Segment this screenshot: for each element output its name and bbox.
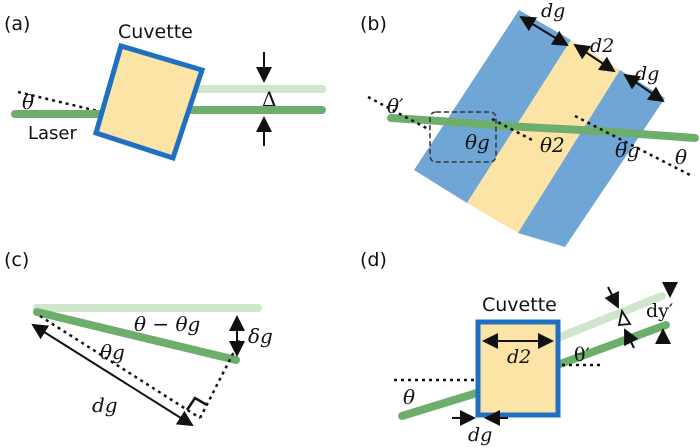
theta-g-left: θg [465, 130, 490, 154]
delta-label: Δ [262, 87, 276, 111]
panel-c-tag: (c) [4, 249, 29, 271]
dg-label-c: dg [92, 393, 118, 417]
incoming-beam-d [398, 388, 484, 420]
beam-b-glass-left [439, 117, 506, 130]
beam-b-liquid [504, 122, 601, 135]
glass-wall-left [414, 10, 571, 203]
panel-d-tag: (d) [360, 249, 387, 271]
theta-prime-d: θ′ [574, 344, 590, 366]
panel-c: (c) θ − θg θg δg dg [4, 249, 273, 427]
dim-d2 [573, 43, 616, 73]
dim-dg-right [623, 73, 665, 103]
delta-g-label: δg [248, 324, 273, 348]
liquid-layer [467, 40, 620, 233]
zoom-region-box [429, 111, 497, 163]
dy-arrow-bottom [624, 328, 639, 349]
incident-reference-line [17, 90, 103, 114]
label-dg-right: dg [635, 63, 659, 85]
dy-triangle [617, 308, 632, 327]
cuvette-label-a: Cuvette [118, 21, 193, 43]
dg-label-d: dg [468, 424, 492, 446]
normal-glass-liquid [491, 117, 535, 143]
theta-a: θ [22, 90, 34, 114]
beam-b-in [387, 114, 444, 125]
cuvette-label-d: Cuvette [482, 294, 557, 316]
theta-prime-b: θ′ [387, 94, 404, 118]
normal-exit [574, 114, 691, 177]
angle-diff-label: θ − θg [134, 312, 200, 336]
normal-entry [367, 95, 431, 132]
laser-label: Laser [28, 123, 78, 144]
panel-a-tag: (a) [4, 13, 30, 35]
panel-b: (b) θ′ θg θ2 θg θ dg d2 dg [360, 0, 699, 247]
cuvette-a [92, 42, 206, 162]
undeviated-beam-d [556, 292, 666, 341]
dy-arrow-top [604, 286, 619, 309]
label-d2-b: d2 [590, 35, 614, 57]
theta-g-c: θg [100, 340, 125, 364]
exit-beam-d [556, 321, 670, 368]
cuvette-d [475, 319, 561, 418]
d2-label-d: d2 [507, 346, 531, 368]
right-angle-mark [185, 396, 208, 411]
theta-b: θ [675, 145, 687, 169]
glass-wall-right [518, 70, 665, 247]
panel-a: (a) Cuvette Laser θ Δ [4, 13, 326, 162]
theta-g-right: θg [615, 138, 640, 162]
theta-d: θ [403, 385, 415, 409]
theta-2: θ2 [540, 133, 565, 157]
label-dg-top: dg [541, 0, 565, 22]
panel-d: (d) Cuvette d2 dg θ θ′ dy′ [360, 249, 678, 446]
panel-b-tag: (b) [360, 13, 387, 35]
beam-b-out [596, 127, 699, 142]
dg-arrow [31, 323, 194, 427]
dim-dg-top [519, 15, 569, 47]
dy-prime-label: dy′ [646, 300, 673, 322]
